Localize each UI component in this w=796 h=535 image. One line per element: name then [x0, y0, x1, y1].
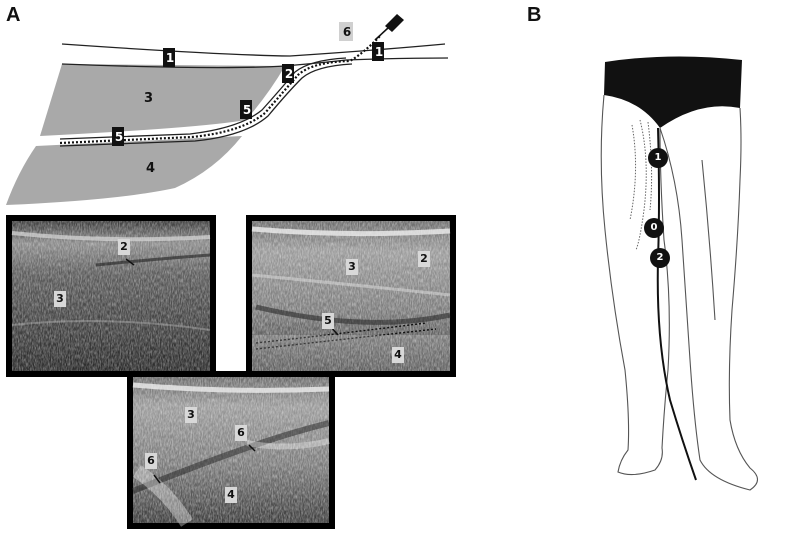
schematic-diagram [6, 14, 449, 205]
ultrasound-image-3: 3 6 6 4 [127, 371, 335, 529]
fascia-line-lower [61, 57, 449, 69]
schematic-label-4: 4 [146, 161, 156, 176]
marker-1-circle [648, 148, 668, 168]
leg-marker-1: 1 [654, 152, 662, 163]
us3-label-6-right: 6 [235, 425, 247, 441]
us2-label-5: 5 [322, 313, 334, 329]
schematic-label-6: 6 [342, 25, 352, 39]
us3-label-4: 4 [225, 487, 237, 503]
us3-label-6-left: 6 [145, 453, 157, 469]
vessels [629, 119, 653, 251]
sheath-line-1 [59, 57, 347, 140]
catheter-line [656, 127, 697, 481]
ultrasound-image-1: 2 3 [6, 215, 216, 377]
sheath-line-2 [59, 63, 353, 147]
needle-hub [385, 14, 404, 32]
catheter-path [59, 35, 381, 145]
schematic-label-3: 3 [144, 91, 154, 106]
marker-2 [282, 64, 294, 83]
us2-label-3: 3 [346, 259, 358, 275]
muscle-region-4 [6, 136, 242, 205]
leg-outline [600, 94, 759, 491]
label-box-6 [339, 22, 353, 41]
leg-marker-0: 0 [650, 222, 658, 233]
schematic-label-1-left: 1 [165, 51, 175, 65]
panel-label-a: A [6, 4, 21, 26]
us1-label-2: 2 [118, 239, 130, 255]
muscle-region-3 [40, 64, 285, 136]
schematic-label-2: 2 [284, 67, 294, 81]
marker-1-left [163, 48, 175, 67]
marker-5-left [112, 127, 124, 146]
marker-5-right [240, 100, 252, 119]
brief [604, 56, 742, 128]
us2-label-2: 2 [418, 251, 430, 267]
leg-marker-2: 2 [656, 252, 664, 263]
leg-illustration [600, 56, 759, 491]
us3-label-3: 3 [185, 407, 197, 423]
schematic-label-5-left: 5 [114, 130, 124, 144]
panel-label-b: B [527, 4, 542, 26]
needle-shaft [374, 27, 389, 41]
us1-label-3: 3 [54, 291, 66, 307]
schematic-label-1-right: 1 [374, 45, 384, 59]
marker-1-right [372, 42, 384, 61]
marker-0-circle [644, 218, 664, 238]
schematic-label-5-right: 5 [242, 103, 252, 117]
us2-label-4: 4 [392, 347, 404, 363]
marker-2-circle [650, 248, 670, 268]
fascia-line-upper [61, 43, 446, 57]
ultrasound-image-2: 3 2 5 4 [246, 215, 456, 377]
